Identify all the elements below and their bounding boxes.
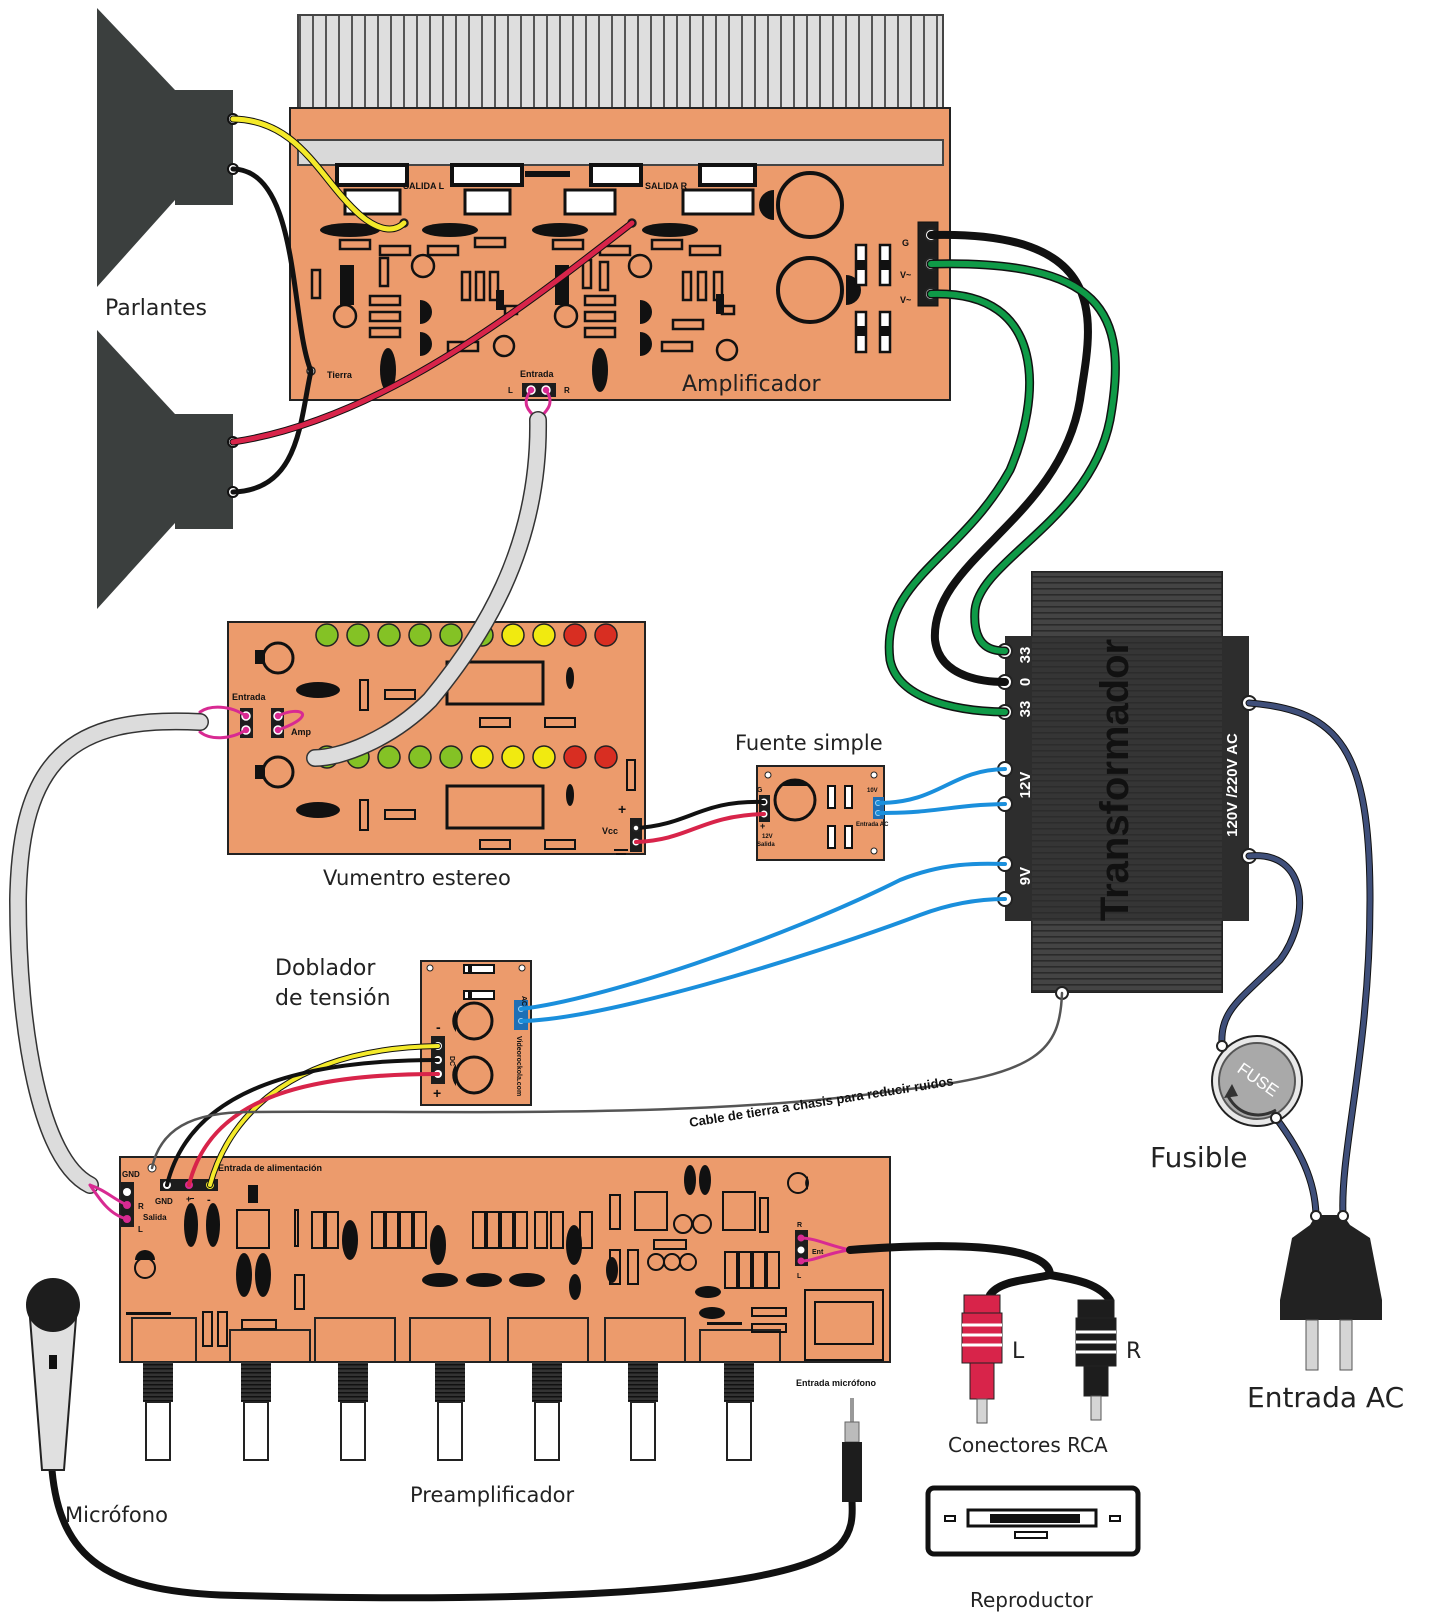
microphone-title: Micrófono <box>65 1503 168 1527</box>
supply-g: G <box>757 787 763 794</box>
simple-supply-title: Fuente simple <box>735 731 883 755</box>
preamp-title: Preamplificador <box>410 1483 575 1507</box>
vumeter-plus: + <box>618 801 626 817</box>
vumeter-amp-label: Amp <box>291 727 312 737</box>
amp-power-wires <box>884 230 1120 717</box>
player-device <box>925 1485 1141 1557</box>
amp-term-v1: V~ <box>900 270 911 280</box>
signal-wires <box>8 388 1374 1602</box>
rca-connector-left <box>961 1294 1003 1424</box>
doubler-minus: - <box>436 1019 441 1035</box>
preamp-out-label: Salida <box>143 1213 167 1222</box>
amp-output-right: SALIDA R <box>645 181 688 191</box>
preamp-out-r: R <box>138 1202 144 1211</box>
preamp-gnd-top: GND <box>122 1170 140 1179</box>
doubler-brand: Videorockola.com <box>515 1036 522 1096</box>
tap-9v: 9V <box>1017 867 1034 885</box>
preamp-minus: - <box>207 1194 211 1206</box>
preamp-power-input: Entrada de alimentación <box>218 1163 322 1173</box>
tap-33a: 33 <box>1017 647 1034 664</box>
microphone <box>26 1278 80 1471</box>
preamp-board: GND R Salida L GND + - Entrada de alimen… <box>119 1156 891 1461</box>
primary-voltage: 120V /220V AC <box>1224 733 1241 837</box>
ac-input-title: Entrada AC <box>1247 1381 1404 1414</box>
vumeter-board: Entrada Amp Vcc + <box>227 621 646 855</box>
preamp-gnd: GND <box>155 1197 173 1206</box>
fuse-title: Fusible <box>1150 1141 1247 1174</box>
doubler-board: AC DC - + Videorockola.com <box>420 960 532 1106</box>
amp-input-r: R <box>564 386 570 395</box>
preamp-plus: + <box>186 1194 191 1204</box>
ac-plug <box>1280 1210 1382 1371</box>
supply-plus: + <box>760 821 765 831</box>
tap-0: 0 <box>1017 678 1034 686</box>
vumeter-input-label: Entrada <box>232 692 267 702</box>
amp-input-label: Entrada <box>520 369 555 379</box>
amplifier-board: G V~ V~ SALIDA L SALIDA R Tierra Entrada… <box>289 14 951 401</box>
amplifier-title: Amplificador <box>682 372 822 397</box>
supply-ac-in: Entrada AC <box>856 822 889 828</box>
mic-input-label: Entrada micrófono <box>796 1378 877 1388</box>
simple-supply-board: G + 12V Salida 10V Entrada AC <box>756 765 889 861</box>
amp-term-g: G <box>902 238 909 248</box>
speaker-top <box>97 8 239 287</box>
doubler-title-line1: Doblador <box>275 956 376 981</box>
supply-output: Salida <box>757 842 775 848</box>
rca-right-label: R <box>1126 1339 1141 1364</box>
transformer: Transformador 33 0 33 12V 9V 120V /220V … <box>997 571 1257 1000</box>
preamp-in-r: R <box>797 1222 802 1229</box>
fuse: FUSE <box>1211 1035 1303 1127</box>
tap-12v: 12V <box>1017 772 1034 799</box>
speakers-label: Parlantes <box>105 296 207 321</box>
doubler-plus: + <box>433 1085 441 1101</box>
amp-input-l: L <box>508 386 513 395</box>
vumeter-vcc-label: Vcc <box>602 826 618 836</box>
preamp-in-l: L <box>797 1273 802 1280</box>
rca-connector-right <box>1075 1299 1117 1421</box>
doubler-ac: AC <box>520 996 527 1006</box>
amp-output-left: SALIDA L <box>403 181 445 191</box>
speaker-wires <box>229 115 636 495</box>
tap-33b: 33 <box>1017 701 1034 718</box>
mic-jack <box>842 1398 862 1502</box>
rca-title: Conectores RCA <box>948 1433 1108 1457</box>
rca-left-label: L <box>1012 1339 1025 1364</box>
amp-ground-label: Tierra <box>327 370 353 380</box>
player-title: Reproductor <box>970 1588 1093 1612</box>
speaker-bottom <box>97 330 239 609</box>
transformer-title: Transformador <box>1093 639 1137 921</box>
vumeter-title: Vumentro estereo <box>323 866 511 890</box>
preamp-out-l: L <box>138 1225 143 1234</box>
amp-term-v2: V~ <box>900 295 911 305</box>
supply-10v: 10V <box>867 788 878 794</box>
doubler-dc: DC <box>448 1056 455 1066</box>
ground-cable-label: Cable de tierra a chasis para reducir ru… <box>688 1073 954 1130</box>
preamp-in-ent: Ent <box>812 1249 824 1256</box>
supply-12v: 12V <box>762 834 773 840</box>
doubler-title-line2: de tensión <box>275 986 391 1011</box>
